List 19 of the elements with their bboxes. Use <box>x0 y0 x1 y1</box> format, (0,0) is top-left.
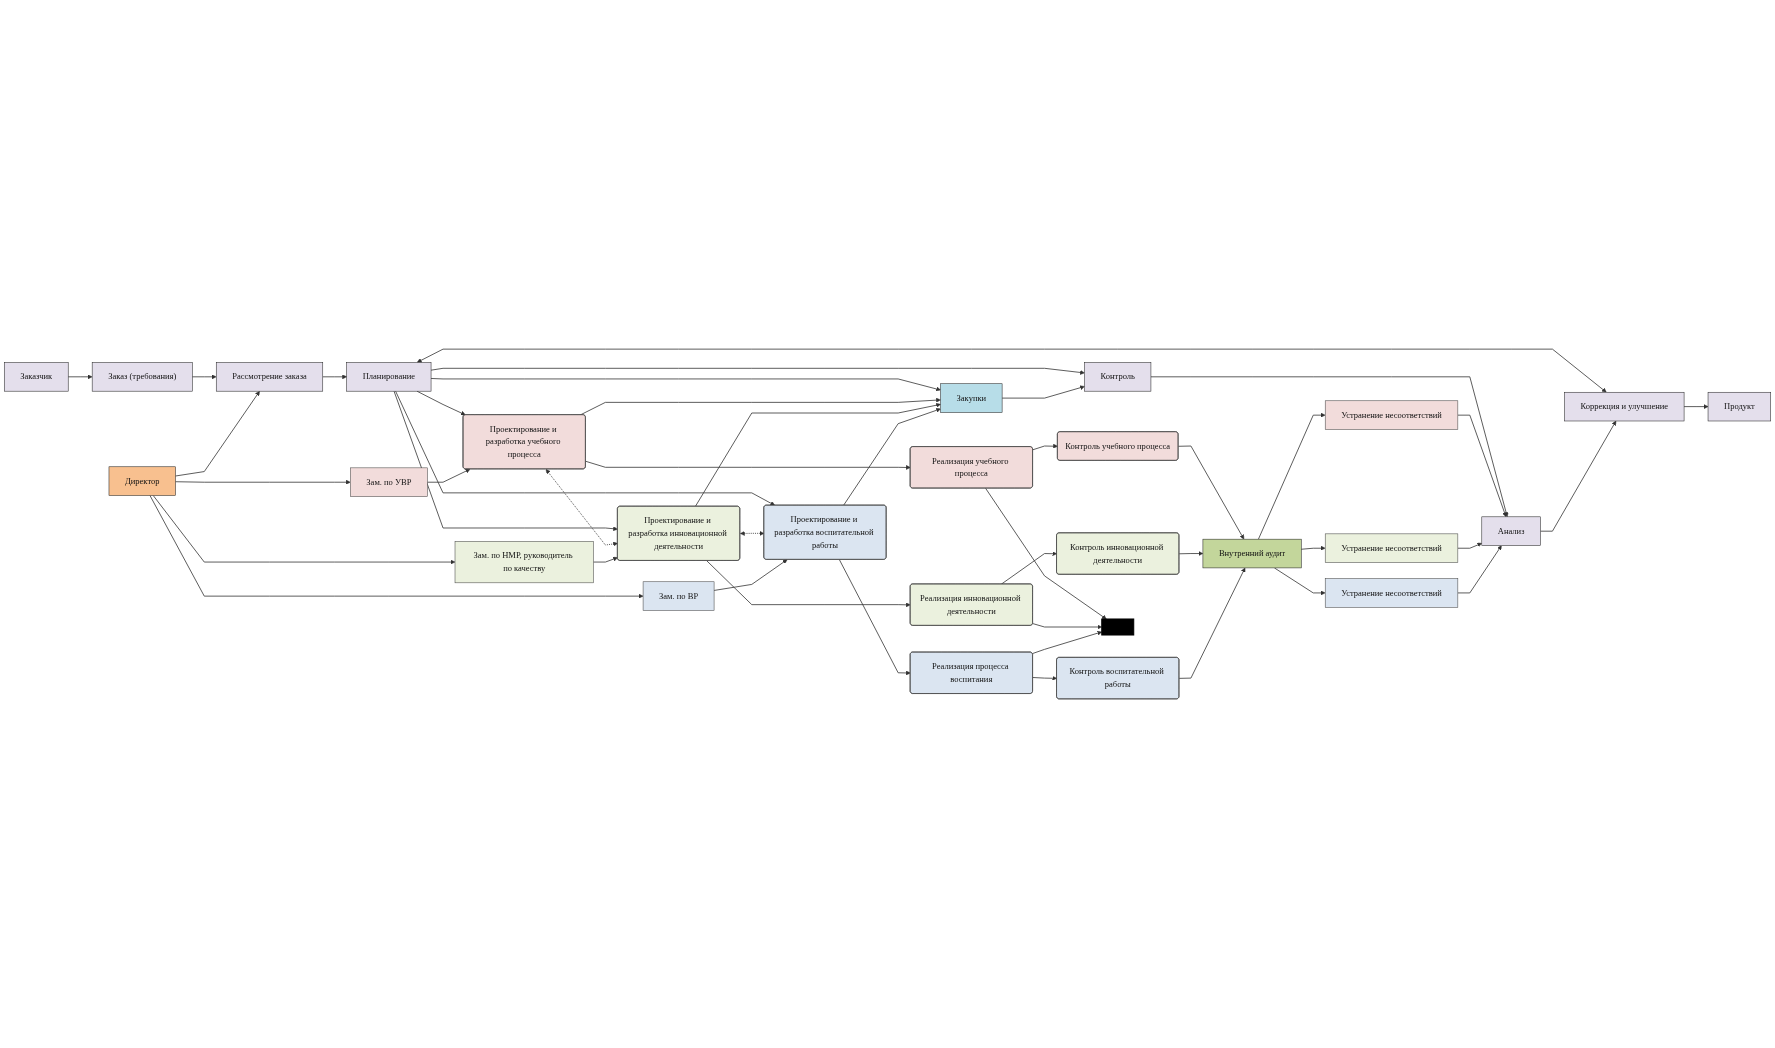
node-box: Внутренний аудит <box>1202 538 1302 569</box>
node-box: Коррекция и улучшение <box>1564 392 1685 422</box>
node-box: Заказчик <box>4 362 69 392</box>
node-box: Рассмотрение заказа <box>215 362 324 392</box>
node-box: Закупки <box>940 383 1003 413</box>
node-box: Планирование <box>346 362 432 392</box>
node-box: Устранение несоответствий <box>1324 400 1459 430</box>
node-box: Заказ (требования) <box>91 362 193 392</box>
node-box: Устранение несоответствий <box>1324 533 1459 563</box>
node-box: Зам. по ВР <box>642 581 715 611</box>
node-box: Директор <box>108 466 176 496</box>
node-box: Анализ <box>1481 516 1541 546</box>
arrow <box>740 531 765 536</box>
node-box: Контроль <box>1084 362 1152 392</box>
node-box: Зам. по НМР, руководитель по качеству <box>454 541 594 584</box>
node-box: Зам. по УВР <box>350 467 428 497</box>
node-bar <box>1101 618 1135 636</box>
node-box: Продукт <box>1707 392 1771 422</box>
node-box: Устранение несоответствий <box>1324 578 1459 608</box>
